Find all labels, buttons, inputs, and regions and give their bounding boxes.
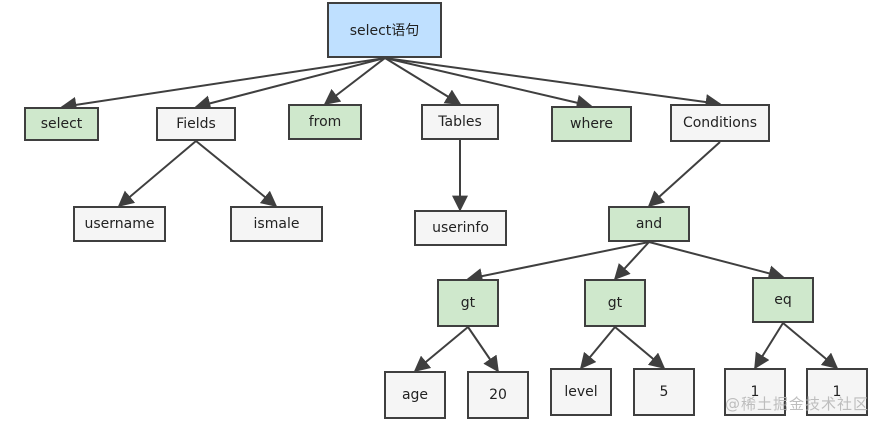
leaf-1-right: 1 xyxy=(806,368,868,416)
tree-edge-arrow xyxy=(117,140,197,208)
tree-edge-arrow xyxy=(647,141,721,208)
root-node-select-statement: select语句 xyxy=(327,2,442,58)
node-gt-level: gt xyxy=(584,279,646,327)
tree-edge-arrow xyxy=(195,140,278,208)
node-eq: eq xyxy=(752,277,814,323)
node-gt-age: gt xyxy=(437,279,499,327)
leaf-20: 20 xyxy=(467,371,529,419)
leaf-age: age xyxy=(384,371,446,419)
tree-edge-arrow xyxy=(613,241,650,281)
node-fields: Fields xyxy=(156,107,236,141)
leaf-5: 5 xyxy=(633,368,695,416)
watermark: @稀土掘金技术社区 xyxy=(724,395,869,413)
node-ismale: ismale xyxy=(230,206,323,242)
node-from: from xyxy=(288,104,362,140)
tree-edge-arrow xyxy=(782,322,839,370)
tree-edge-arrow xyxy=(467,326,499,373)
tree-edge-arrow xyxy=(194,57,386,112)
tree-edge-arrow xyxy=(614,326,666,370)
node-userinfo: userinfo xyxy=(414,210,507,246)
node-conditions: Conditions xyxy=(670,104,770,142)
node-username: username xyxy=(73,206,166,242)
tree-edge-arrow xyxy=(384,57,722,110)
node-where: where xyxy=(551,106,632,142)
tree-edge-arrow xyxy=(579,326,616,370)
node-and: and xyxy=(608,206,690,242)
leaf-level: level xyxy=(550,368,612,416)
tree-edge-arrow xyxy=(648,241,785,282)
tree-edge-arrow xyxy=(384,57,462,105)
node-tables: Tables xyxy=(421,104,499,140)
tree-edge-arrow xyxy=(413,326,469,373)
tree-edge-arrow xyxy=(60,57,386,113)
tree-edge-arrow xyxy=(323,57,386,105)
node-select: select xyxy=(24,107,99,141)
tree-edge-arrow xyxy=(754,322,784,370)
tree-edge-arrow xyxy=(384,57,593,111)
leaf-1-left: 1 xyxy=(724,368,786,416)
tree-edge-arrow xyxy=(466,241,650,284)
